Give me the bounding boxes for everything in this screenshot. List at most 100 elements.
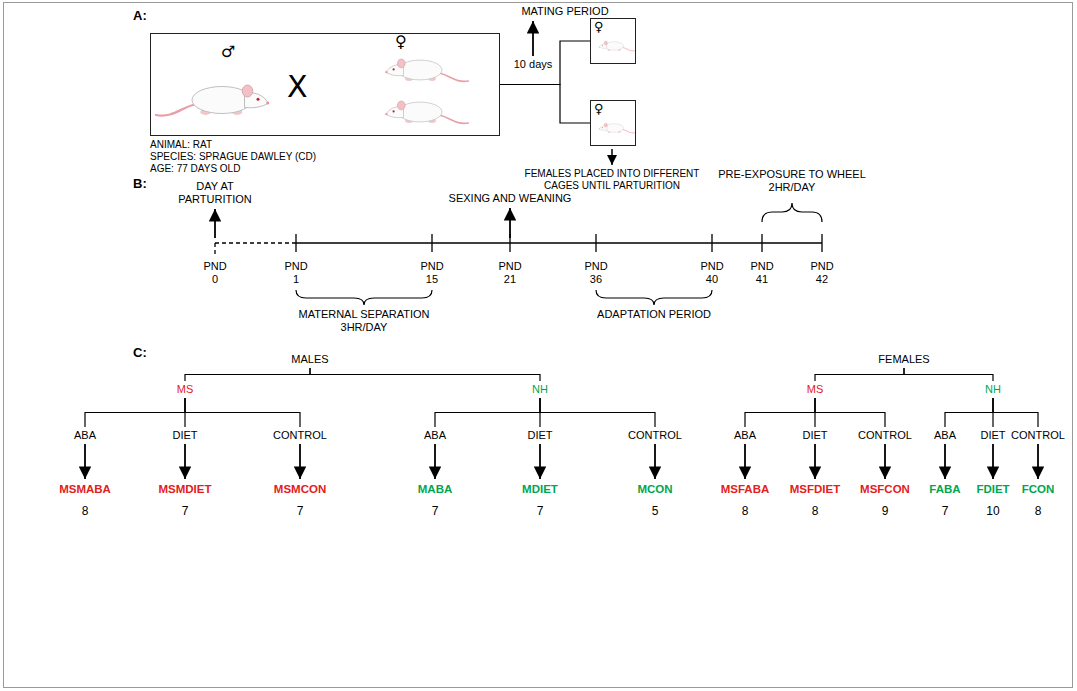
rat-body	[604, 42, 623, 51]
rat-ear	[604, 123, 607, 127]
annotation-label: AGE: 77 DAYS OLD	[150, 163, 240, 175]
timeline-tick	[821, 234, 822, 252]
count-number: 7	[274, 505, 326, 518]
timeline-label: PND 21	[498, 260, 521, 286]
group-node: FCON8	[1022, 482, 1055, 519]
tree-node: CONTROL	[858, 428, 912, 443]
node-label: DIET	[802, 429, 827, 442]
node-label: MS	[177, 383, 194, 396]
node-label: ABA	[424, 429, 446, 442]
picture-box: ♀	[590, 100, 636, 146]
node-label: MALES	[291, 353, 328, 366]
node-label: MDIET	[522, 483, 558, 496]
node-label: FEMALES	[878, 353, 929, 366]
mating-arrow	[532, 21, 534, 56]
rat-illustration	[385, 101, 468, 123]
tree-node: CONTROL	[1011, 428, 1065, 443]
arrow-connector	[184, 444, 186, 479]
tree-connector	[435, 398, 540, 427]
panel-letter: A:	[133, 8, 147, 23]
rat-tail	[440, 73, 469, 81]
rat-tail	[156, 105, 195, 116]
tree-node: DIET	[802, 428, 827, 443]
group-node: MSFCON9	[860, 482, 910, 519]
node-label: DIET	[172, 429, 197, 442]
rat-eye	[393, 110, 395, 112]
count-number: 7	[418, 505, 453, 518]
tree-connector	[815, 368, 904, 381]
rat-illustration	[599, 41, 635, 51]
node-label: CONTROL	[273, 429, 327, 442]
tree-node: FEMALES	[878, 352, 929, 367]
count-number: 5	[637, 505, 672, 518]
group-node: MCON5	[637, 482, 672, 519]
rat-eye	[393, 68, 395, 70]
event-arrow	[214, 209, 216, 238]
node-label: MSMCON	[274, 483, 326, 496]
rat-nose	[598, 46, 600, 48]
timeline-axis	[296, 242, 822, 244]
node-label: ABA	[934, 429, 956, 442]
node-label: FDIET	[976, 483, 1009, 496]
node-label: MABA	[418, 483, 453, 496]
figure-frame	[4, 3, 1073, 688]
rat-illustration	[599, 123, 635, 133]
rat-body	[604, 124, 623, 133]
curly-bracket	[762, 203, 822, 222]
timeline-tick	[595, 234, 596, 252]
timeline-label: PND 41	[750, 260, 773, 286]
node-label: MS	[807, 383, 824, 396]
annotation-label: MATING PERIOD	[521, 5, 608, 18]
picture-box: ♀	[590, 18, 636, 64]
panel-letter: C:	[133, 345, 147, 360]
count-number: 8	[721, 505, 770, 518]
rat-ear	[397, 59, 405, 68]
tree-node: MS	[177, 382, 194, 397]
tree-connector	[185, 368, 310, 381]
curly-bracket	[596, 290, 712, 305]
tree-connector	[185, 398, 300, 427]
sex-symbol: ♀	[594, 102, 604, 115]
rat-illustration	[385, 59, 468, 81]
tree-connector	[500, 85, 590, 124]
count-number: 9	[860, 505, 910, 518]
arrow-connector	[744, 444, 746, 479]
tree-connector	[815, 398, 885, 427]
node-label: DIET	[980, 429, 1005, 442]
tree-node: DIET	[527, 428, 552, 443]
node-label: MSMDIET	[158, 483, 211, 496]
tree-connector	[993, 398, 1038, 427]
annotation-label: ADAPTATION PERIOD	[597, 308, 711, 321]
arrow-connector	[944, 444, 946, 479]
group-node: MSMABA8	[59, 482, 111, 519]
arrow-connector	[434, 444, 436, 479]
node-label: DIET	[527, 429, 552, 442]
arrow-connector	[654, 444, 656, 479]
node-label: FABA	[929, 483, 960, 496]
tree-connector	[85, 398, 185, 427]
rat-ear	[604, 41, 607, 45]
group-node: MSMCON 7	[274, 482, 326, 519]
timeline-label: PND 1	[284, 260, 307, 286]
annotation-label: DAY AT PARTURITION	[174, 180, 256, 206]
annotation-label: MATERNAL SEPARATION 3HR/DAY	[295, 308, 433, 334]
rat-nose	[385, 71, 387, 73]
annotation-label: SEXING AND WEANING	[449, 192, 572, 205]
rat-illustration	[156, 85, 269, 116]
tree-node: MS	[807, 382, 824, 397]
node-label: CONTROL	[858, 429, 912, 442]
rat-nose	[266, 102, 269, 105]
sex-symbol: X	[287, 72, 308, 102]
rat-nose	[598, 128, 600, 130]
tree-node: MALES	[291, 352, 328, 367]
count-number: 10	[976, 505, 1009, 518]
rat-ear	[397, 101, 405, 110]
tree-connector	[500, 41, 590, 85]
timeline-tick	[295, 234, 296, 252]
timeline-tick	[761, 234, 762, 252]
count-number: 8	[790, 505, 840, 518]
tree-node: DIET	[172, 428, 197, 443]
group-node: MSFABA8	[721, 482, 770, 519]
